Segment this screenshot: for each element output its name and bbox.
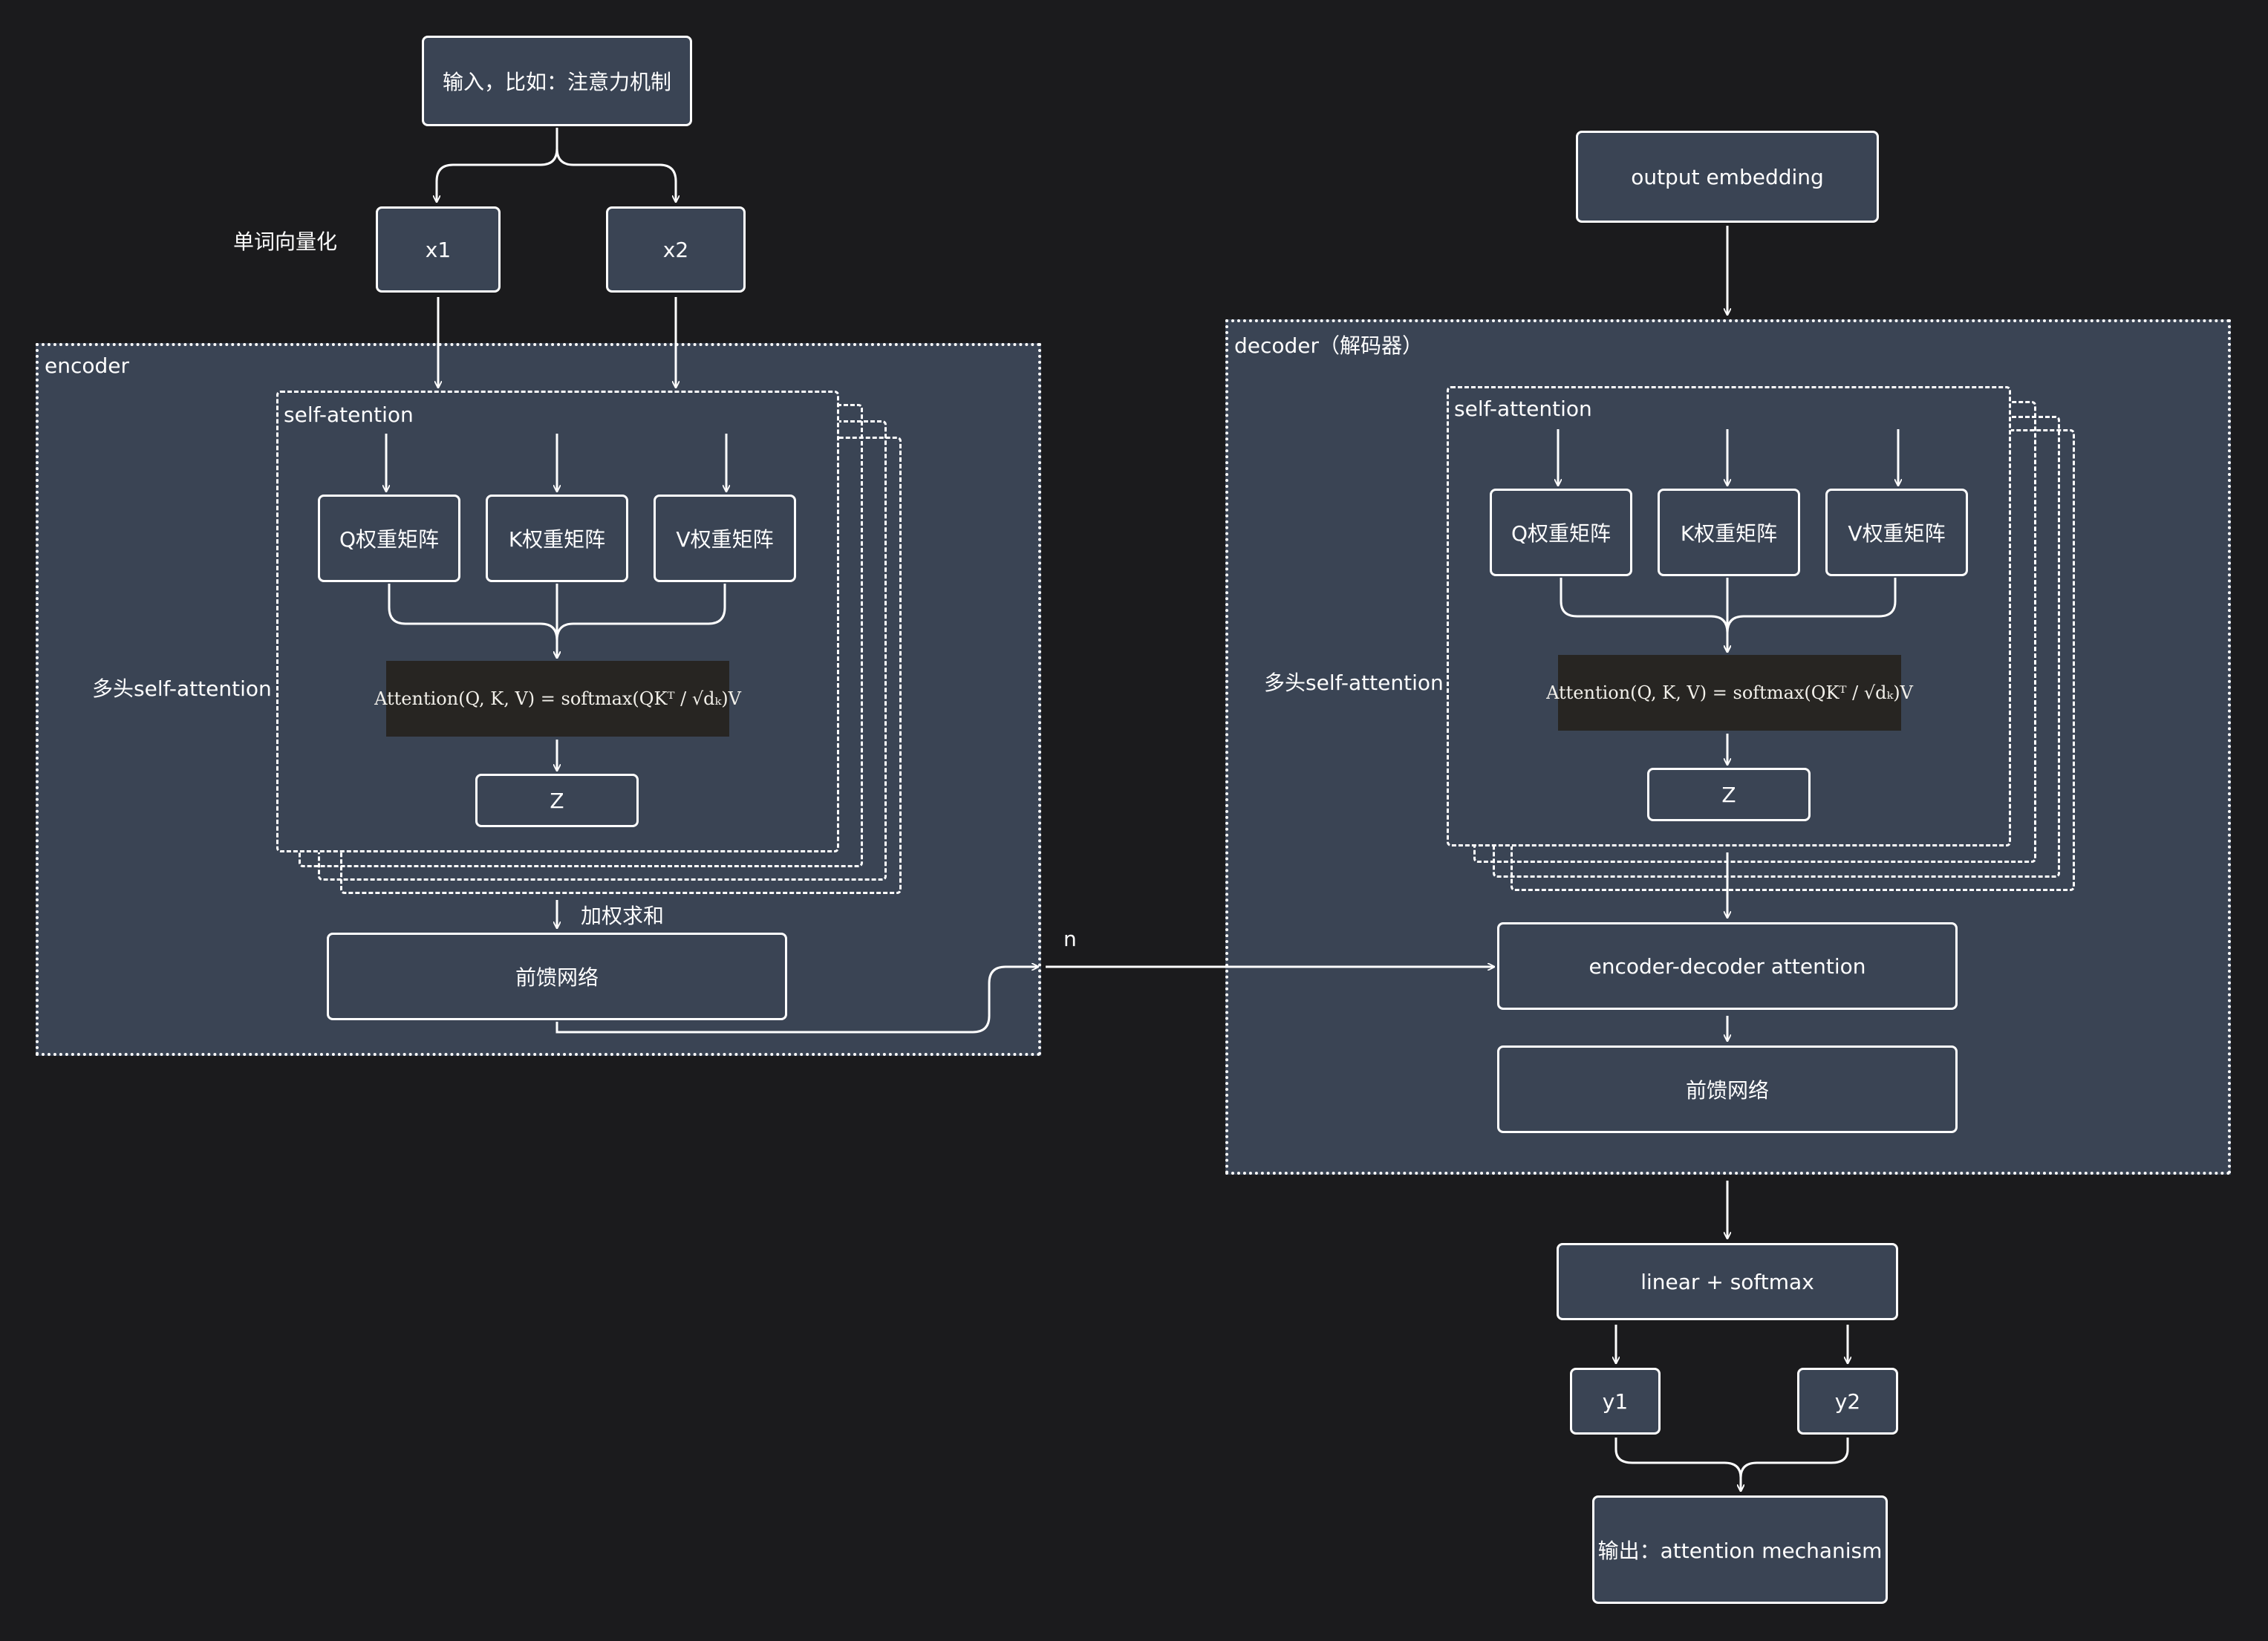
- arrow-dec-v-merge: [1727, 578, 1897, 652]
- decoder-title: decoder（解码器）: [1234, 333, 1424, 358]
- input-box: 输入，比如：注意力机制: [422, 36, 692, 126]
- encoder-v-matrix: V权重矩阵: [654, 495, 796, 582]
- arrow-enc-v-merge: [557, 584, 726, 658]
- decoder-attention-formula: Attention(Q, K, V) = softmax(QKᵀ / √dₖ)V: [1546, 655, 1913, 731]
- arrow-input-to-x1: [437, 128, 558, 202]
- encoder-title: encoder: [45, 353, 130, 378]
- encoder-attention-formula: Attention(Q, K, V) = softmax(QKᵀ / √dₖ)V: [374, 661, 741, 737]
- weighted-sum-label: 加权求和: [581, 904, 665, 928]
- n-label-left: n: [1063, 927, 1077, 951]
- decoder-ffn-box: 前馈网络: [1497, 1045, 1958, 1133]
- encoder-q-matrix: Q权重矩阵: [318, 495, 460, 582]
- decoder-k-matrix: K权重矩阵: [1658, 489, 1800, 576]
- encoder-multihead-label: 多头self-attention: [92, 676, 272, 701]
- decoder-v-matrix: V权重矩阵: [1825, 489, 1968, 576]
- arrow-y2-merge: [1741, 1438, 1849, 1491]
- linear-softmax-box: linear + softmax: [1557, 1243, 1898, 1320]
- final-output-box: 输出：attention mechanism: [1592, 1495, 1888, 1604]
- x1-box: x1: [376, 206, 501, 293]
- encoder-z-box: Z: [475, 774, 639, 827]
- encoder-self-attention-title: self-atention: [284, 402, 414, 427]
- arrow-encoder-output-to-n: [555, 967, 1038, 1034]
- encoder-k-matrix: K权重矩阵: [486, 495, 628, 582]
- output-embedding-box: output embedding: [1576, 131, 1879, 223]
- arrow-input-to-x2: [555, 128, 676, 202]
- y2-box: y2: [1797, 1368, 1898, 1435]
- decoder-z-box: Z: [1647, 768, 1811, 821]
- x2-box: x2: [606, 206, 746, 293]
- arrow-y1-merge: [1614, 1438, 1741, 1491]
- arrow-enc-q-merge: [388, 584, 557, 658]
- decoder-q-matrix: Q权重矩阵: [1490, 489, 1632, 576]
- arrow-dec-q-merge: [1560, 578, 1727, 652]
- y1-box: y1: [1570, 1368, 1661, 1435]
- decoder-self-attention-title: self-attention: [1454, 397, 1592, 421]
- encoder-decoder-attention-box: encoder-decoder attention: [1497, 922, 1958, 1010]
- decoder-multihead-label: 多头self-attention: [1264, 671, 1444, 695]
- vectorize-label: 单词向量化: [233, 229, 338, 254]
- encoder-ffn-box: 前馈网络: [327, 933, 787, 1020]
